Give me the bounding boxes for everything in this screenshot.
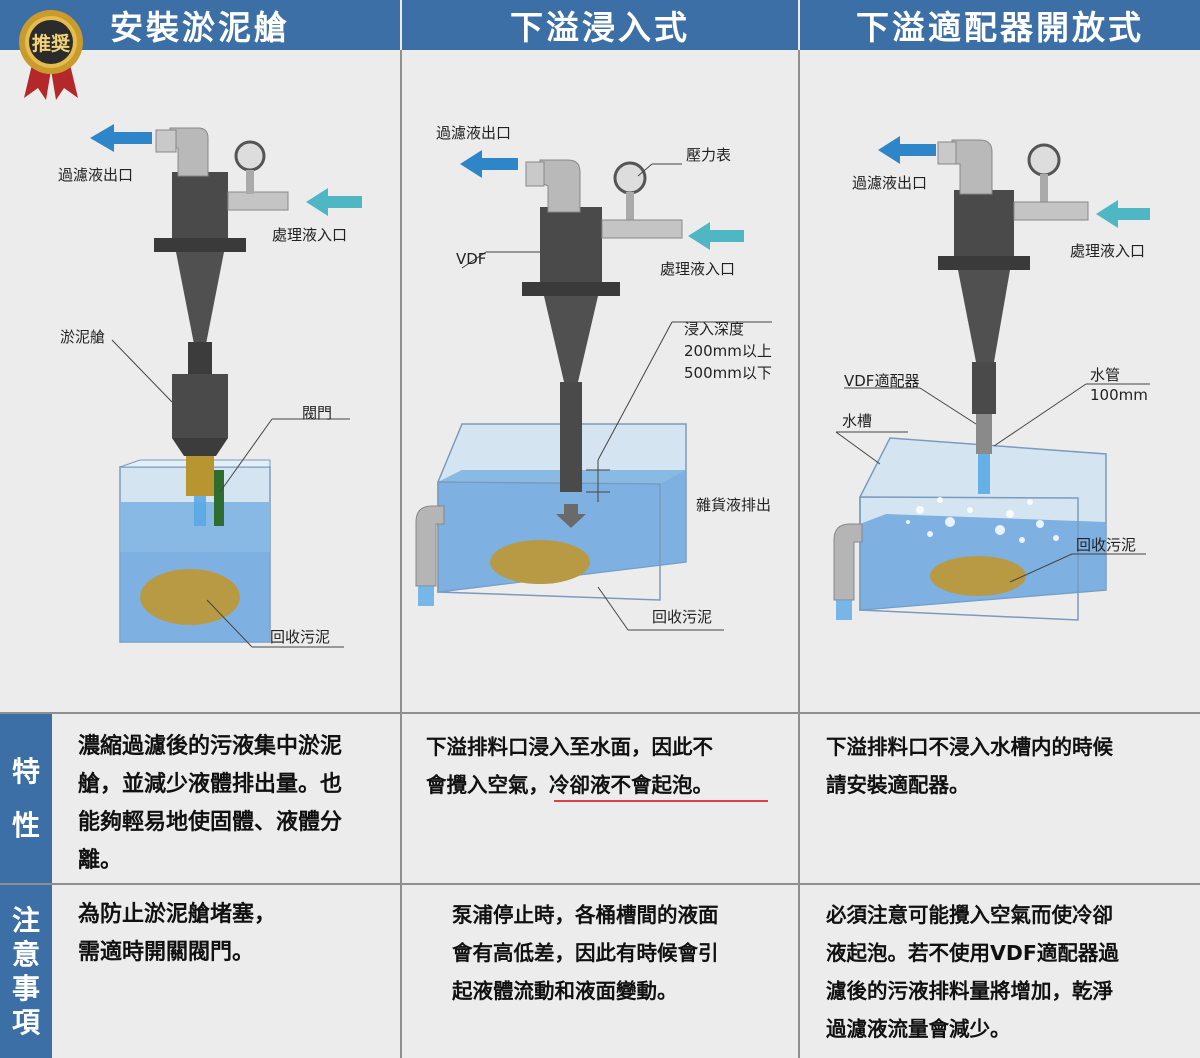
features-row-label: 特 性	[0, 714, 52, 883]
p2-inlet-label: 處理液入口	[660, 260, 736, 278]
recommended-badge-icon: 推奨	[19, 10, 83, 100]
p3-tank-label: 水槽	[842, 412, 873, 430]
notes-row-label: 注 意 事 項	[0, 885, 52, 1058]
p2-depth-label-3: 500mm以下	[684, 364, 772, 382]
header-underflow-adapter-open: 下溢適配器開放式	[800, 0, 1200, 50]
p1-tank-label: 淤泥艙	[60, 328, 106, 346]
p2-outlet-label: 過濾液出口	[436, 124, 512, 142]
row-label-char: 項	[11, 1005, 40, 1039]
row-label-char: 事	[11, 971, 40, 1005]
p3-pipe-label-1: 水管	[1090, 366, 1121, 384]
p2-feature-text: 下溢排料口浸入至水面，因此不 會攪入空氣，冷卻液不會起泡。	[426, 735, 713, 797]
p1-inlet-label: 處理液入口	[272, 226, 348, 244]
p2-depth-label-2: 200mm以上	[684, 342, 772, 360]
p3-feature-text: 下溢排料口不浸入水槽内的時候 請安裝適配器。	[826, 735, 1113, 797]
sludge-tank-illustration	[90, 124, 362, 648]
p1-feature-text: 濃縮過濾後的污液集中淤泥 艙，並減少液體排出量。也 能夠輕易地使固體、液體分 離…	[78, 734, 343, 873]
divider	[798, 50, 800, 1058]
p1-outlet-label: 過濾液出口	[58, 166, 134, 184]
p3-note-text: 必須注意可能攪入空氣而使冷卻 液起泡。若不使用VDF適配器過 濾後的污液排料量將…	[826, 903, 1119, 1041]
divider	[0, 883, 1200, 885]
p3-sludge-label: 回收污泥	[1076, 536, 1137, 554]
immersion-illustration	[415, 150, 772, 631]
header-underflow-immersion: 下溢浸入式	[402, 0, 798, 50]
p3-adapter-label: VDF適配器	[844, 372, 920, 390]
p2-gauge-label: 壓力表	[686, 146, 732, 164]
row-label-char: 性	[11, 808, 40, 842]
row-label-char: 注	[11, 903, 40, 937]
p1-note-text: 為防止淤泥艙堵塞， 需適時開關閥門。	[78, 902, 277, 965]
adapter-open-illustration	[833, 136, 1150, 621]
divider	[0, 712, 1200, 714]
row-label-char: 特	[11, 754, 40, 788]
p1-sludge-label: 回收污泥	[270, 628, 331, 646]
p2-depth-label-1: 浸入深度	[684, 320, 745, 338]
p2-sludge-label: 回收污泥	[652, 608, 713, 626]
row-label-char: 意	[11, 937, 40, 971]
p2-note-text: 泵浦停止時，各桶槽間的液面 會有高低差，因此有時候會引 起液體流動和液面變動。	[452, 903, 719, 1003]
p2-discharge-label: 雜貨液排出	[696, 496, 772, 514]
emphasis-underline	[554, 800, 768, 802]
p3-inlet-label: 處理液入口	[1070, 242, 1146, 260]
badge-text: 推奨	[32, 32, 71, 55]
divider	[400, 50, 402, 1058]
p2-vdf-label: VDF	[456, 250, 487, 268]
p3-outlet-label: 過濾液出口	[852, 174, 928, 192]
p1-valve-label: 閥門	[302, 404, 333, 422]
p3-pipe-label-2: 100mm	[1090, 386, 1148, 404]
